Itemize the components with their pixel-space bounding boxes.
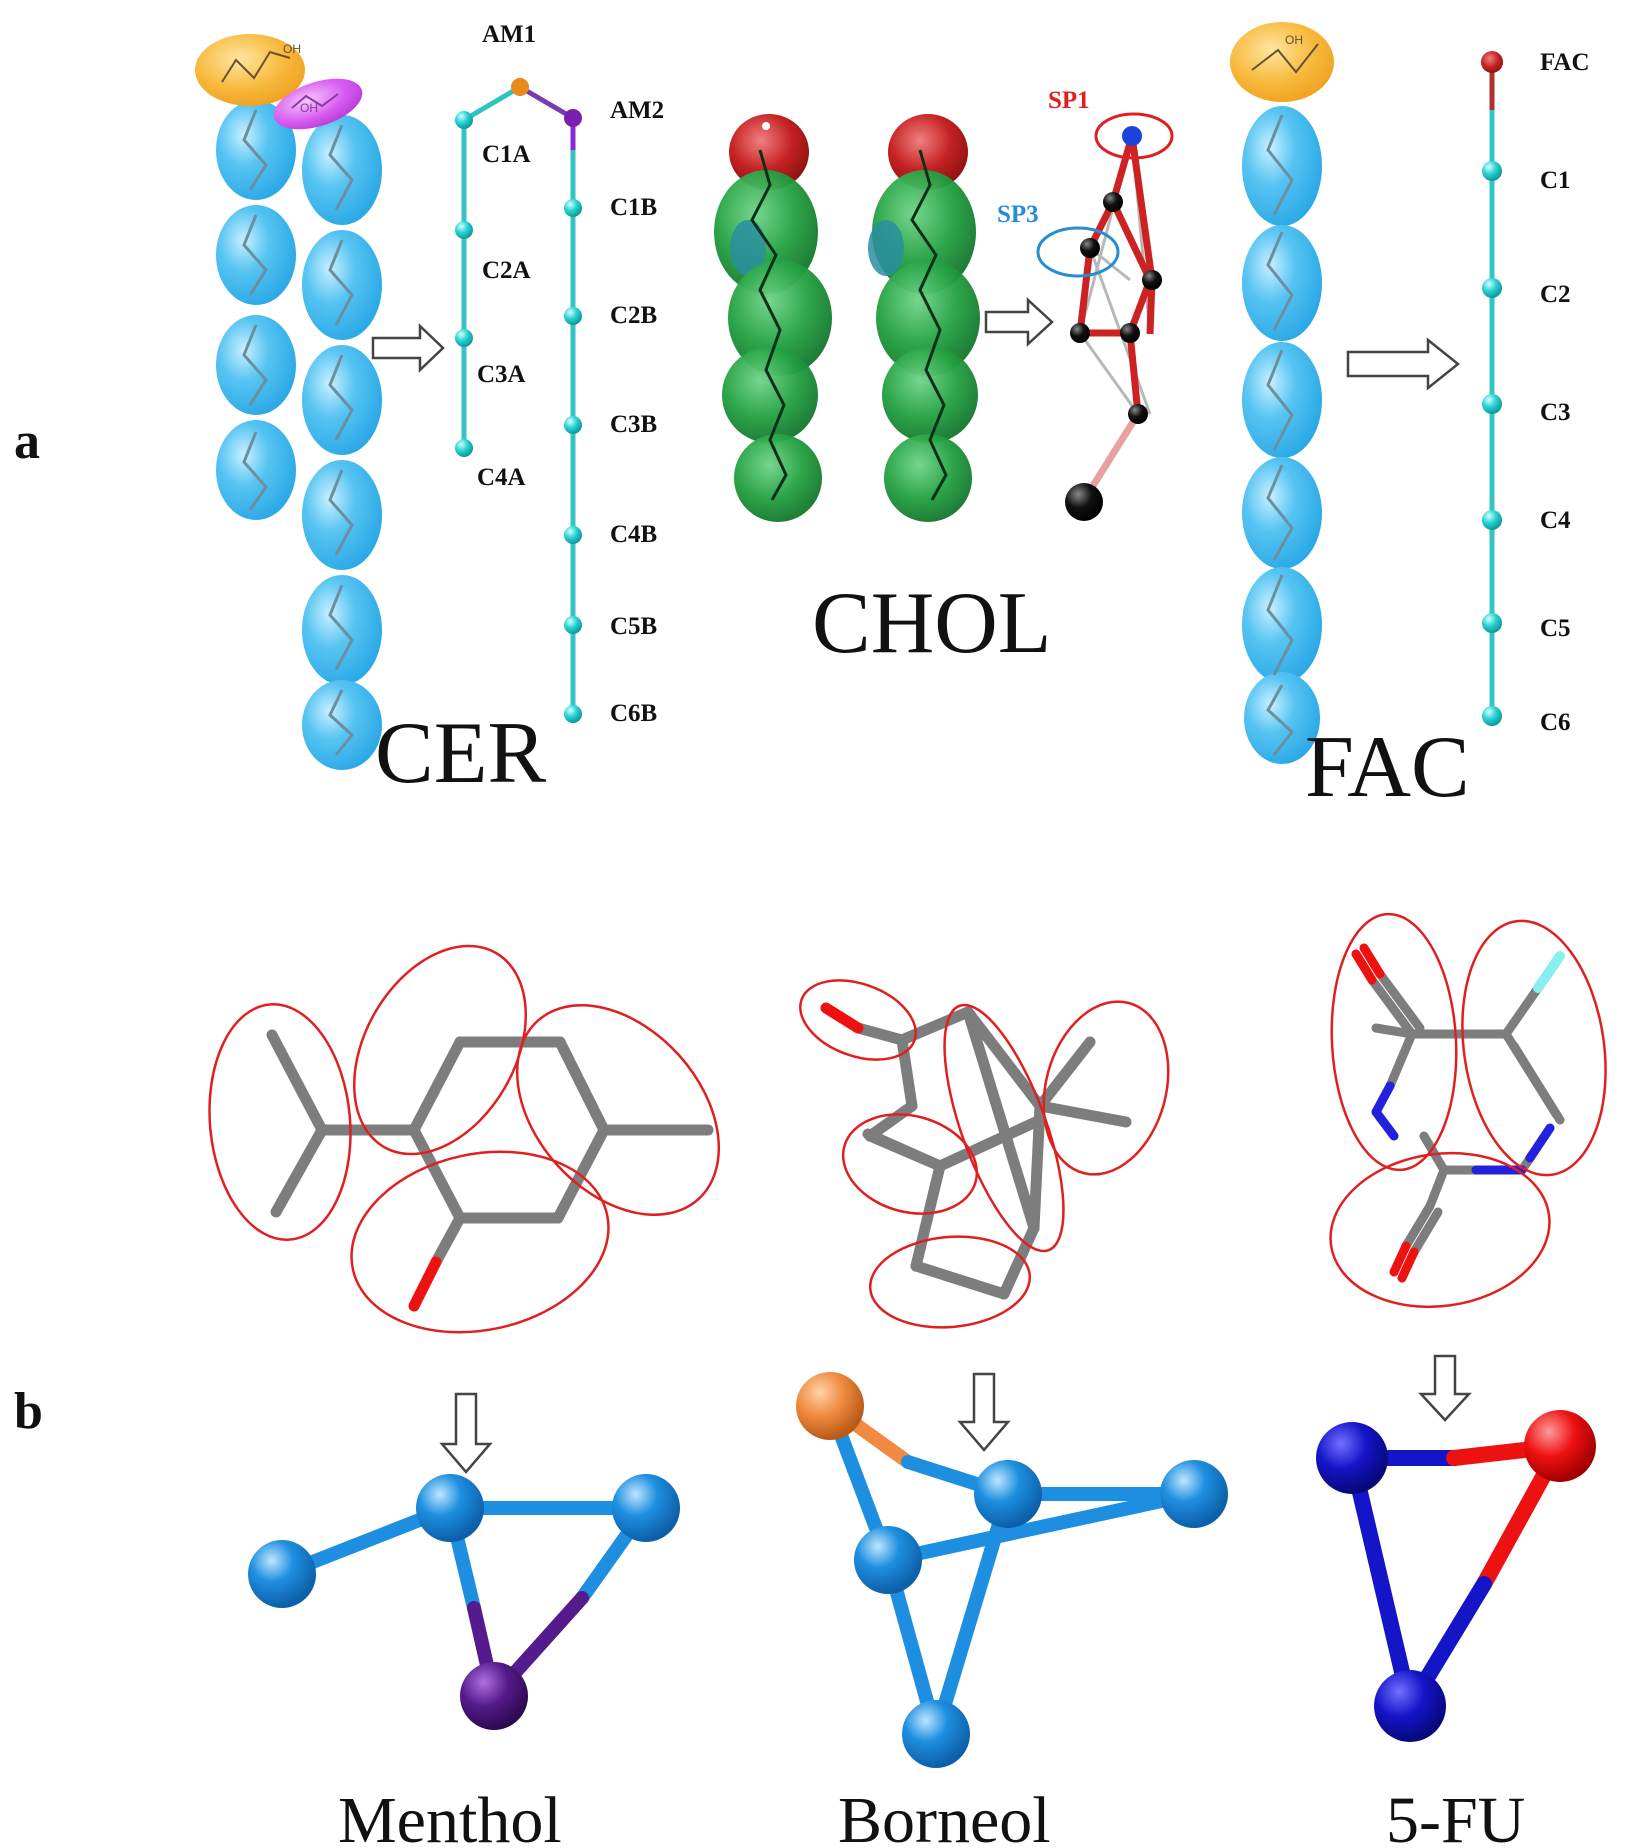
menthol-bead bbox=[612, 1474, 680, 1542]
cer-bead-c2a bbox=[455, 221, 473, 239]
label-fac-c4: C4 bbox=[1540, 507, 1571, 534]
borneol-bead bbox=[902, 1700, 970, 1768]
label-fac-bead: FAC bbox=[1540, 49, 1590, 76]
cer-bead-c5b bbox=[564, 616, 582, 634]
fac-cg-model: FAC C1 C2 C3 C4 C5 C6 bbox=[1481, 49, 1590, 736]
fivefu-bead bbox=[1374, 1670, 1446, 1742]
chol-molecule-2 bbox=[868, 114, 980, 522]
cer-bead-c2b bbox=[564, 307, 582, 325]
chol-bead bbox=[1103, 192, 1123, 212]
cer-bead-c4b bbox=[564, 526, 582, 544]
label-c4b: C4B bbox=[610, 521, 657, 548]
fac-bead-c4 bbox=[1482, 510, 1502, 530]
label-fivefu: 5-FU bbox=[1386, 1784, 1525, 1848]
arrow-chol bbox=[984, 297, 1054, 347]
borneol-bead bbox=[1160, 1460, 1228, 1528]
panel-letter-a: a bbox=[14, 413, 40, 470]
cer-chain-a-ellipses bbox=[216, 100, 296, 520]
label-c4a: C4A bbox=[477, 464, 526, 491]
label-fac-c1: C1 bbox=[1540, 167, 1571, 194]
fac-bead-c6 bbox=[1482, 706, 1502, 726]
fivefu-stick-model bbox=[1329, 912, 1607, 1309]
sp1-highlight bbox=[1094, 112, 1174, 160]
cer-bead-c4a bbox=[455, 439, 473, 457]
chol-molecule-1 bbox=[714, 114, 832, 522]
label-menthol: Menthol bbox=[338, 1784, 562, 1848]
label-c5b: C5B bbox=[610, 613, 657, 640]
cer-bead-c1a bbox=[455, 111, 473, 129]
chol-tail-bead bbox=[1065, 483, 1103, 521]
cer-atomistic-model: OH OH bbox=[195, 34, 382, 770]
fac-atomistic-model: OH bbox=[1230, 22, 1334, 764]
label-cer: CER bbox=[375, 705, 546, 802]
fac-head-oh: OH bbox=[1285, 33, 1303, 47]
borneol-bead-oh bbox=[796, 1372, 864, 1440]
label-sp3: SP3 bbox=[997, 201, 1039, 228]
arrow-menthol bbox=[439, 1392, 493, 1474]
label-am2: AM2 bbox=[610, 97, 664, 124]
label-sp1: SP1 bbox=[1048, 87, 1090, 114]
chol-atomistic-model bbox=[714, 114, 980, 522]
fac-bead-c1 bbox=[1482, 161, 1502, 181]
borneol-bead bbox=[974, 1460, 1042, 1528]
label-fac-c2: C2 bbox=[1540, 281, 1571, 308]
menthol-cg-model bbox=[248, 1474, 680, 1730]
fac-bead-c5 bbox=[1482, 613, 1502, 633]
label-c2a: C2A bbox=[482, 257, 531, 284]
cer-headgroup: OH OH bbox=[195, 34, 363, 130]
cer-bead-c1b bbox=[564, 199, 582, 217]
label-am1: AM1 bbox=[482, 21, 536, 48]
chol-bead-sp3 bbox=[1080, 238, 1100, 258]
label-borneol: Borneol bbox=[838, 1784, 1051, 1848]
label-c3a: C3A bbox=[477, 361, 526, 388]
borneol-stick-model bbox=[799, 979, 1170, 1329]
menthol-bead bbox=[248, 1540, 316, 1608]
label-c3b: C3B bbox=[610, 411, 657, 438]
cer-bead-c6b bbox=[564, 705, 582, 723]
fac-headgroup bbox=[1230, 22, 1334, 102]
fivefu-bead bbox=[1316, 1422, 1388, 1494]
cer-chain-b-ellipses bbox=[302, 115, 382, 770]
cer-bead-am2 bbox=[564, 109, 582, 127]
fivefu-bead bbox=[1524, 1410, 1596, 1482]
borneol-cg-model bbox=[796, 1372, 1228, 1768]
chol-bead bbox=[1128, 404, 1148, 424]
arrow-fivefu bbox=[1418, 1354, 1472, 1422]
cer-head-oh-2: OH bbox=[300, 101, 318, 115]
arrow-fac bbox=[1346, 337, 1461, 391]
menthol-stick-model bbox=[208, 944, 721, 1334]
cer-head-oh-1: OH bbox=[283, 42, 301, 56]
arrow-borneol bbox=[957, 1372, 1011, 1452]
menthol-bead-oh bbox=[460, 1662, 528, 1730]
chol-bead-sp1 bbox=[1122, 126, 1142, 146]
menthol-bead bbox=[416, 1474, 484, 1542]
fivefu-cg-model bbox=[1316, 1410, 1596, 1742]
borneol-bead bbox=[854, 1526, 922, 1594]
fac-bead-c3 bbox=[1482, 394, 1502, 414]
label-c2b: C2B bbox=[610, 302, 657, 329]
sp3-highlight bbox=[1036, 226, 1120, 278]
panel-letter-b: b bbox=[14, 1383, 43, 1440]
label-fac-c3: C3 bbox=[1540, 399, 1571, 426]
label-c1b: C1B bbox=[610, 194, 657, 221]
chol-bead bbox=[1142, 270, 1162, 290]
chol-cg-model: SP1 SP3 bbox=[997, 87, 1174, 521]
label-c1a: C1A bbox=[482, 141, 531, 168]
cer-bead-c3a bbox=[455, 329, 473, 347]
cer-cg-model: AM1 AM2 C1A C2A C3A C4A C1B C2B C3B C4B … bbox=[455, 21, 664, 727]
cer-bead-c3b bbox=[564, 416, 582, 434]
cer-bead-am1 bbox=[511, 78, 529, 96]
label-fac-c5: C5 bbox=[1540, 615, 1571, 642]
label-c6b: C6B bbox=[610, 700, 657, 727]
label-fac-c6: C6 bbox=[1540, 709, 1571, 736]
fac-bead-fac bbox=[1481, 51, 1503, 73]
label-fac: FAC bbox=[1305, 719, 1470, 816]
chol-bead bbox=[1120, 323, 1140, 343]
fac-bead-c2 bbox=[1482, 278, 1502, 298]
arrow-cer bbox=[371, 323, 445, 373]
chol-bead bbox=[1070, 323, 1090, 343]
label-chol: CHOL bbox=[812, 575, 1052, 672]
